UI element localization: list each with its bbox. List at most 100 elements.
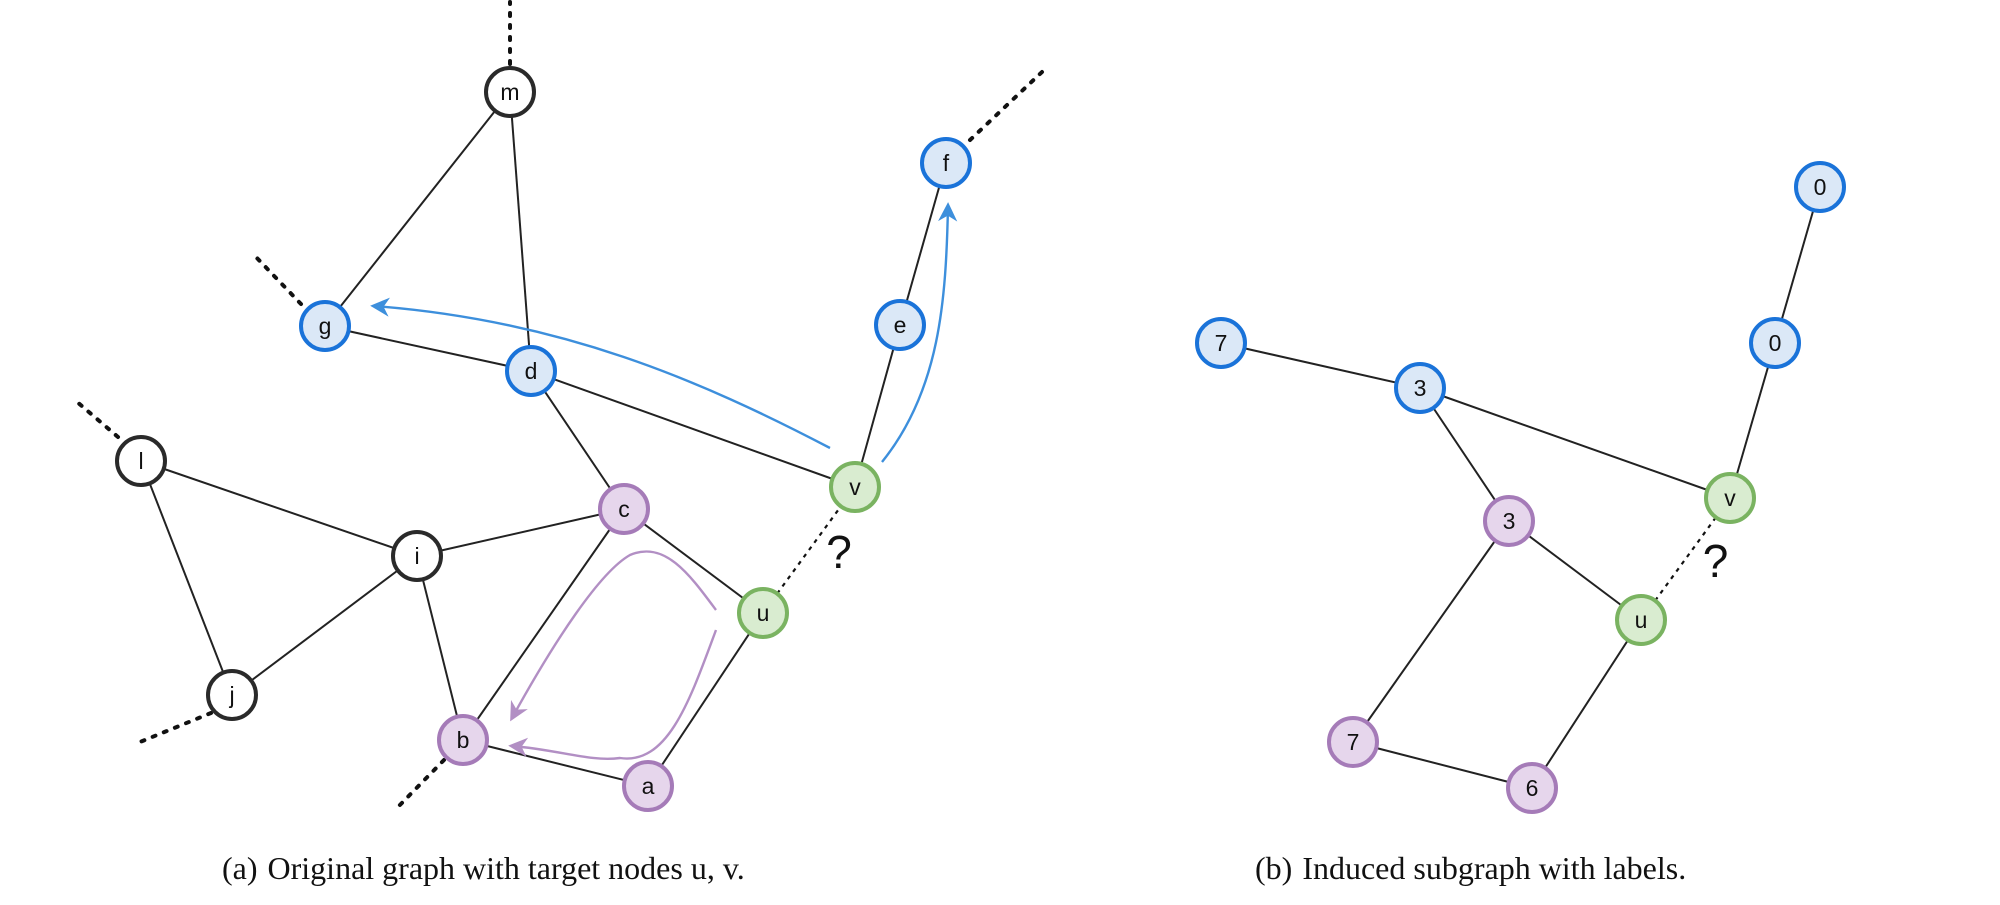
b-node-label: v — [1724, 485, 1736, 511]
stub-j — [138, 711, 213, 744]
b-node-label: 0 — [1814, 174, 1827, 200]
b-node-label: 6 — [1526, 775, 1539, 801]
a-node-c: c — [598, 483, 650, 535]
a-node-circle — [115, 435, 167, 487]
b-edge-p3-bu — [1508, 520, 1642, 621]
a-edge-e-v — [854, 324, 901, 488]
b-node-b7: 7 — [1195, 317, 1247, 369]
b-node-label: 3 — [1414, 375, 1427, 401]
a-node-circle — [622, 760, 674, 812]
arrow-v-to-f — [881, 202, 958, 463]
a-node-label: i — [414, 543, 419, 569]
a-node-label: d — [525, 358, 538, 384]
b-node-label: 7 — [1347, 729, 1360, 755]
caption-text: Induced subgraph with labels. — [1302, 850, 1687, 886]
a-edge-m-d — [509, 91, 532, 372]
a-node-label: e — [894, 312, 907, 338]
b-edge-b3-bv — [1419, 387, 1731, 499]
b-node-label: 7 — [1215, 330, 1228, 356]
b-edge-b3-p3 — [1419, 387, 1510, 522]
a-node-label: m — [500, 79, 519, 105]
b-node-p7: 7 — [1327, 716, 1379, 768]
a-edge-i-b — [416, 555, 464, 741]
b-query-mark: ? — [1703, 535, 1729, 587]
b-node-circle — [1327, 716, 1379, 768]
a-edge-c-u — [623, 508, 764, 614]
b-edge-b0a-b0b — [1774, 186, 1821, 344]
stub-f — [968, 70, 1044, 142]
a-node-circle — [737, 587, 789, 639]
a-node-d: d — [505, 345, 557, 397]
a-node-circle — [598, 483, 650, 535]
arrow-v-to-g — [370, 297, 831, 450]
b-node-bv: v — [1704, 472, 1756, 524]
b-node-circle — [1615, 594, 1667, 646]
b-node-bu: u — [1615, 594, 1667, 646]
a-edge-g-d — [324, 325, 532, 372]
a-node-circle — [874, 299, 926, 351]
a-node-v: v — [829, 461, 881, 513]
nodes: 0 7 0 3 v 3 u 7 6 — [1195, 161, 1846, 814]
a-node-label: f — [943, 150, 950, 176]
walk-arrows — [370, 202, 958, 760]
a-node-circle — [206, 669, 258, 721]
b-node-label: 0 — [1769, 330, 1782, 356]
a-node-circle — [829, 461, 881, 513]
b-node-p6: 6 — [1506, 762, 1558, 814]
b-edge-p7-p6 — [1352, 741, 1533, 789]
a-node-f: f — [920, 137, 972, 189]
a-node-e: e — [874, 299, 926, 351]
a-edge-a-u — [647, 612, 764, 787]
query-edge: ? — [1654, 516, 1729, 602]
stub-b — [393, 758, 446, 812]
b-node-circle — [1794, 161, 1846, 213]
a-edge-i-j — [231, 555, 418, 696]
panel-induced-subgraph: ? 0 7 0 3 v 3 u 7 6 — [1195, 161, 1846, 814]
a-node-circle — [920, 137, 972, 189]
b-node-circle — [1483, 495, 1535, 547]
a-edge-d-v — [530, 370, 856, 488]
b-node-label: 3 — [1503, 508, 1516, 534]
a-node-circle — [505, 345, 557, 397]
a-node-u: u — [737, 587, 789, 639]
a-query-edge-line — [776, 505, 842, 595]
a-node-label: j — [228, 682, 234, 708]
b-node-p3: 3 — [1483, 495, 1535, 547]
a-node-label: c — [618, 496, 630, 522]
caption-tag: (b) — [1255, 850, 1293, 886]
truncated-edge-stubs — [74, 0, 1044, 812]
a-edge-d-c — [530, 370, 625, 510]
arrow-u-to-b-upper — [510, 550, 717, 722]
b-edge-b0b-bv — [1729, 342, 1776, 499]
b-node-circle — [1195, 317, 1247, 369]
a-node-a: a — [622, 760, 674, 812]
b-node-b0b: 0 — [1749, 317, 1801, 369]
edges — [140, 91, 947, 787]
a-node-label: l — [138, 448, 143, 474]
a-edge-f-e — [899, 162, 947, 326]
panel-original-graph: ? m f g e d l v c i u j b a — [74, 0, 1044, 812]
a-node-label: a — [642, 773, 655, 799]
a-node-i: i — [391, 530, 443, 582]
b-node-label: u — [1635, 607, 1648, 633]
query-edge: ? — [776, 505, 852, 595]
b-node-circle — [1704, 472, 1756, 524]
a-edge-l-j — [140, 460, 233, 696]
a-edge-l-i — [140, 460, 418, 557]
arrow-u-to-b-lower — [508, 629, 718, 760]
caption-tag: (a) — [222, 850, 258, 886]
b-node-circle — [1749, 317, 1801, 369]
a-edge-i-c — [416, 508, 625, 557]
a-query-mark: ? — [826, 526, 852, 578]
a-node-g: g — [299, 300, 351, 352]
nodes: m f g e d l v c i u j b a — [115, 66, 972, 812]
b-node-circle — [1394, 362, 1446, 414]
a-node-m: m — [484, 66, 536, 118]
a-node-label: u — [757, 600, 770, 626]
stub-g — [253, 254, 303, 306]
a-node-circle — [437, 714, 489, 766]
a-node-label: b — [457, 727, 470, 753]
b-node-b3: 3 — [1394, 362, 1446, 414]
b-node-b0a: 0 — [1794, 161, 1846, 213]
